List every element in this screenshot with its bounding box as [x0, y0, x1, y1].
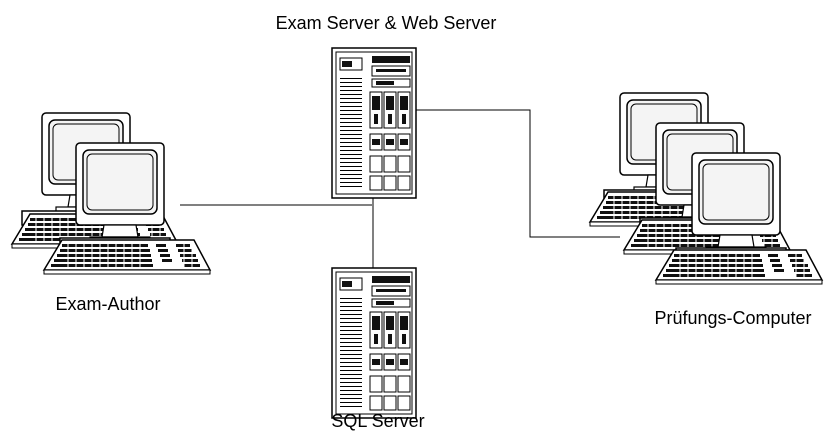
label-test-computers: Prüfungs-Computer	[654, 308, 811, 328]
node-sql-server: SQL Server	[331, 267, 425, 431]
node-test-computers: Prüfungs-Computer	[589, 92, 823, 328]
node-author: Exam-Author	[11, 112, 211, 314]
label-sql-server: SQL Server	[331, 411, 424, 431]
edge-web-server-to-test-computers	[416, 109, 620, 238]
label-web-server: Exam Server & Web Server	[276, 13, 497, 33]
keyboard-icon	[43, 239, 211, 275]
keyboard-icon	[655, 249, 823, 285]
node-web-server: Exam Server & Web Server	[276, 13, 497, 199]
server-tower-icon	[331, 267, 417, 419]
server-tower-icon	[331, 47, 417, 199]
label-author: Exam-Author	[55, 294, 160, 314]
